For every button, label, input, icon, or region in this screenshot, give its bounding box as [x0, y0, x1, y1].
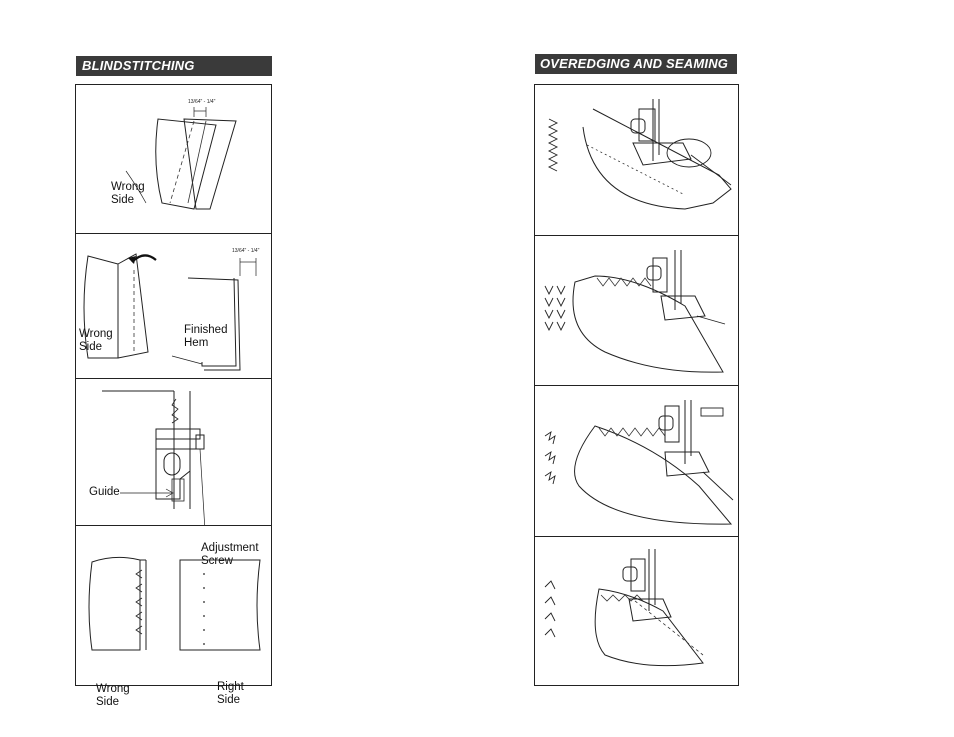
overedge-stitch-illustration-3: [535, 386, 738, 536]
right-side-label-line1: Right: [217, 681, 244, 694]
finished-hem-illustration: 13/64" - 1/4" Wrong Side Finished Hem: [76, 234, 271, 378]
presser-foot-drawing: [76, 379, 273, 525]
overedge-foot-drawing: [535, 236, 740, 385]
blindstitching-panel-column: 13/64" - 1/4" Wrong Side 13/64" - 1/4" W…: [75, 84, 272, 686]
overedging-seaming-header: OVEREDGING AND SEAMING: [535, 54, 737, 74]
right-side-label-line2: Side: [217, 694, 240, 707]
blindstitching-header: BLINDSTITCHING: [76, 56, 272, 76]
hem-fold-illustration: 13/64" - 1/4" Wrong Side: [76, 85, 271, 233]
folded-fabric-drawing: [76, 85, 273, 233]
overedge-foot-drawing: [535, 85, 740, 235]
overedge-foot-drawing: [535, 386, 740, 536]
wrong-side-label-line1: Wrong: [79, 328, 113, 341]
guide-label: Guide: [89, 486, 120, 499]
finished-hem-label-line2: Hem: [184, 337, 208, 350]
wrong-side-label-line1: Wrong: [111, 181, 145, 194]
stitched-hem-sides-illustration: Wrong Side Right Side: [76, 526, 271, 686]
wrong-side-label-line2: Side: [79, 341, 102, 354]
hem-measurement: 13/64" - 1/4": [232, 248, 259, 254]
overedge-foot-drawing: [535, 537, 740, 685]
wrong-side-label-line1: Wrong: [96, 683, 130, 696]
overedge-stitch-illustration-1: [535, 85, 738, 235]
overedge-stitch-illustration-4: [535, 537, 738, 685]
hem-measurement: 13/64" - 1/4": [188, 99, 215, 105]
fold-back-drawing: [76, 234, 273, 378]
overedge-stitch-illustration-2: [535, 236, 738, 385]
finished-hem-label-line1: Finished: [184, 324, 227, 337]
wrong-side-label-line2: Side: [111, 194, 134, 207]
hem-result-drawing: [76, 526, 273, 686]
blindstitch-foot-illustration: Adjustment Screw Guide: [76, 379, 271, 525]
overedging-panel-column: [534, 84, 739, 686]
wrong-side-label-line2: Side: [96, 696, 119, 709]
